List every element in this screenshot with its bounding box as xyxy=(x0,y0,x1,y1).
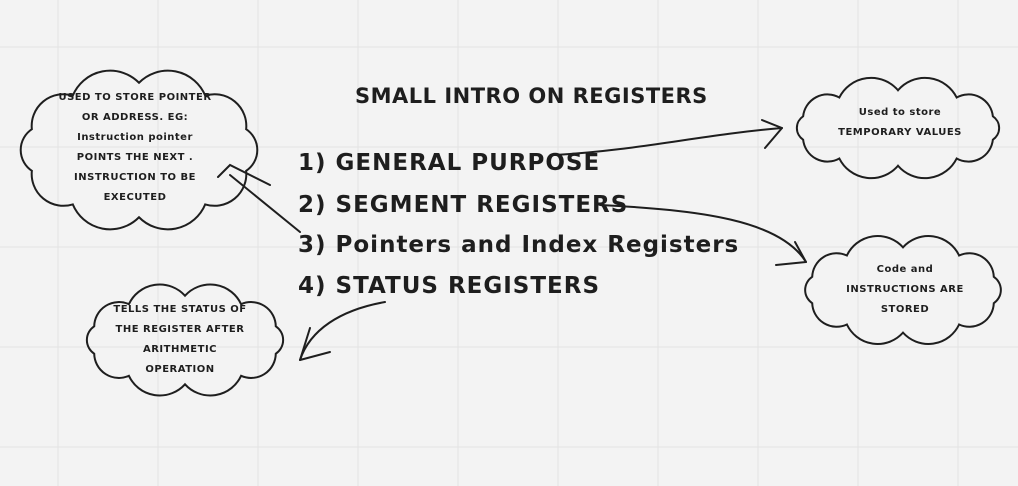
note-segment: Code and instructions are stored xyxy=(820,260,990,320)
list-item-status-registers: 4) status registers xyxy=(298,273,601,299)
note-general: Used to store temporary values xyxy=(815,103,985,143)
note-line: instruction to be xyxy=(74,172,196,183)
note-line: operation xyxy=(145,364,215,375)
arrow-status-to-note[interactable] xyxy=(299,301,386,361)
cloud-shape-segment[interactable] xyxy=(804,235,1002,345)
cloud-shape-general[interactable] xyxy=(795,76,1001,180)
note-line: points the next . xyxy=(76,152,194,163)
note-line: Used to store xyxy=(858,107,942,118)
note-line: or address. eg: xyxy=(81,112,189,123)
page-title: small intro on registers xyxy=(355,84,708,108)
list-item-segment-registers: 2) segment registers xyxy=(298,192,629,218)
arrow-general-to-note[interactable] xyxy=(554,119,783,156)
arrow-pointers-note-to-item[interactable] xyxy=(217,163,301,233)
note-line: instructions are xyxy=(846,284,964,295)
list-item-general-purpose: 1) general purpose xyxy=(298,150,601,176)
note-line: arithmetic xyxy=(142,344,217,355)
note-line: stored xyxy=(880,304,930,315)
cloud-shape-pointers[interactable] xyxy=(19,69,259,231)
note-line: executed xyxy=(103,192,167,203)
note-line: Instruction pointer xyxy=(77,132,193,143)
note-line: the register after xyxy=(115,324,245,335)
note-line: Code and xyxy=(876,264,934,275)
note-status: tells the status of the register after a… xyxy=(95,300,265,380)
note-line: tells the status of xyxy=(113,304,247,315)
note-line: temporary values xyxy=(838,127,962,138)
arrow-segment-to-note[interactable] xyxy=(599,204,807,266)
cloud-shape-status[interactable] xyxy=(85,283,285,397)
note-pointers: used to store pointer or address. eg: In… xyxy=(40,88,230,208)
note-line: used to store pointer xyxy=(58,92,212,103)
list-item-pointers-index: 3) Pointers and Index Registers xyxy=(298,232,740,258)
